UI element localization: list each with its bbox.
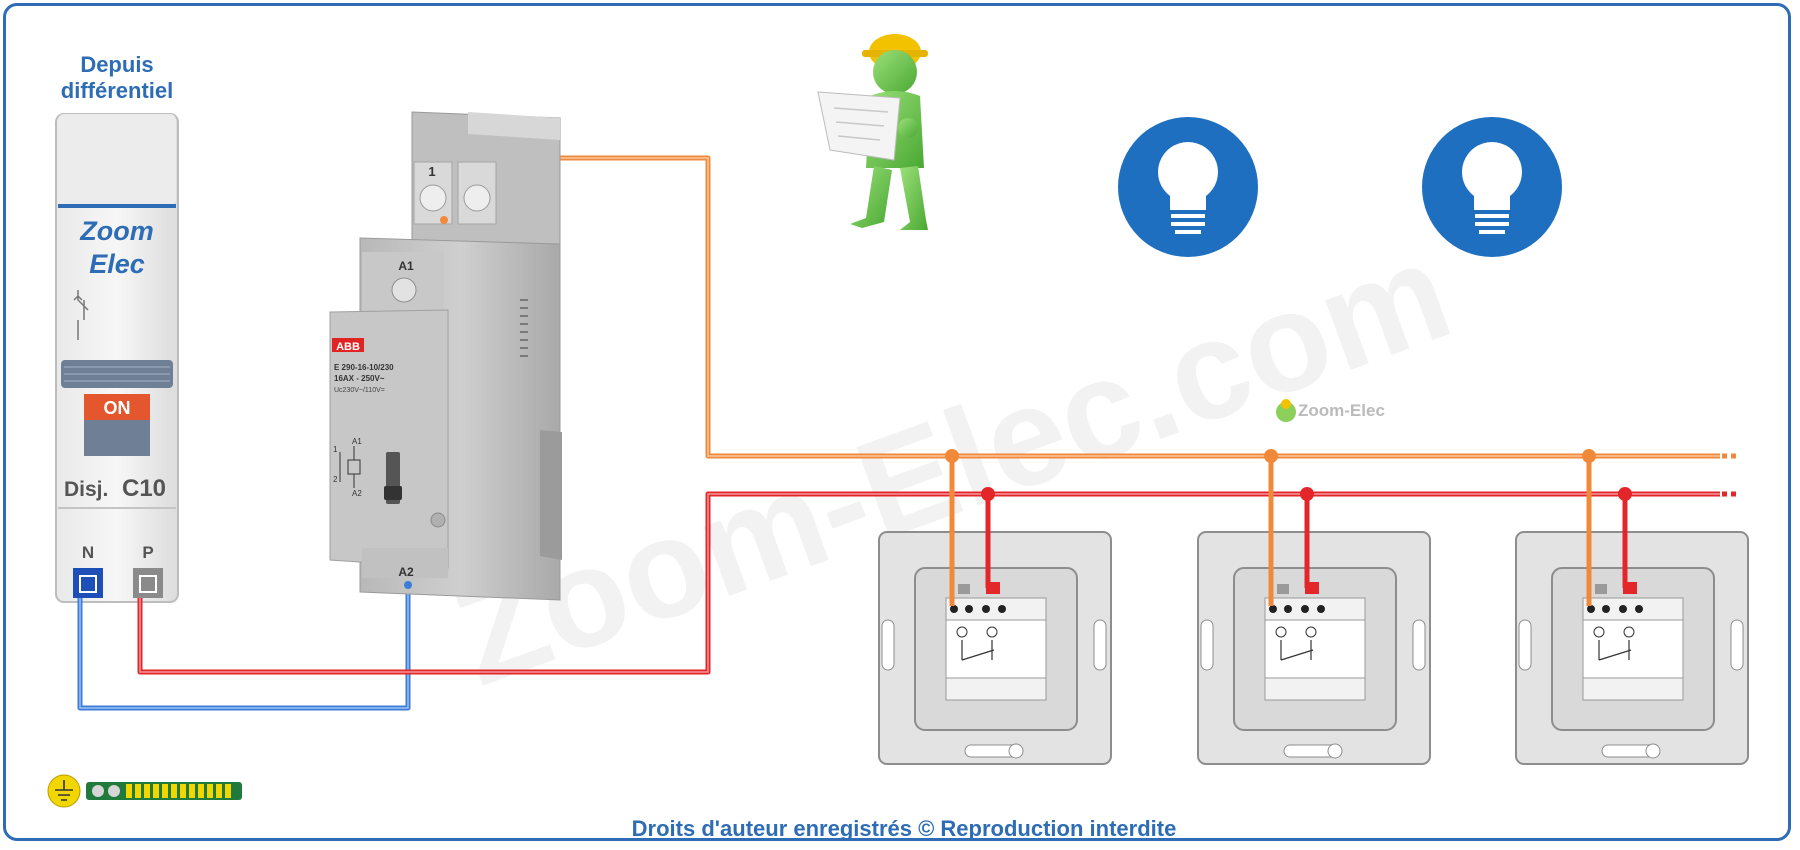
breaker-rating: C10 [122, 475, 166, 502]
relay-symbol-a1: A1 [352, 437, 362, 446]
relay-terminal-1[interactable] [440, 216, 448, 224]
breaker-brand-line2: Elec [89, 249, 145, 279]
copyright-footer: Droits d'auteur enregistrés © Reproducti… [632, 816, 1177, 841]
breaker-label-prefix: Disj. [64, 478, 108, 501]
earth-bar [47, 774, 242, 808]
push-button-3 [1515, 531, 1749, 765]
relay-model-line2: 16AX - 250V~ [334, 374, 385, 383]
relay-model-line1: E 290-16-10/230 [334, 363, 394, 372]
push-button-2 [1197, 531, 1431, 765]
breaker-terminal-n[interactable] [73, 568, 103, 598]
relay-model-line3: Uc230V~/110V= [334, 387, 385, 394]
lamp-icon [1422, 117, 1562, 257]
relay-symbol-a2: A2 [352, 489, 362, 498]
circuit-breaker: Zoom Elec ON Disj. C10 N P [55, 113, 179, 603]
small-logo: Zoom-Elec [1276, 399, 1385, 422]
small-logo-text: Zoom-Elec [1298, 401, 1385, 420]
relay-brand-badge [332, 338, 364, 352]
breaker-brand-line1: Zoom [79, 216, 154, 246]
relay-brand: ABB [336, 341, 360, 353]
relay-terminal-top-label: 1 [428, 164, 435, 179]
source-label-line2: différentiel [61, 78, 173, 103]
lamp-icon [1118, 117, 1258, 257]
relay-terminal-a1[interactable] [391, 277, 417, 303]
relay-symbol-1: 1 [333, 445, 338, 454]
breaker-state-badge [84, 394, 150, 420]
relay-terminal-a1-label: A1 [398, 259, 414, 273]
button-drop-wires [945, 449, 1632, 606]
breaker-state-text: ON [104, 398, 131, 418]
relay-terminal-a2-label: A2 [398, 565, 414, 579]
relay-coil-symbol-icon [339, 446, 361, 488]
breaker-terminal-p[interactable] [133, 568, 163, 598]
source-label-line1: Depuis [80, 52, 153, 77]
earth-icon [47, 774, 81, 808]
relay-terminal-a2[interactable] [404, 581, 412, 589]
worker-icon [817, 34, 928, 230]
breaker-terminal-n-label: N [82, 543, 94, 562]
push-button-1 [878, 531, 1112, 765]
relay-symbol-2: 2 [333, 475, 338, 484]
breaker-terminal-p-label: P [142, 543, 153, 562]
neutral-wire [77, 585, 411, 711]
breaker-symbol-icon [73, 290, 89, 340]
impulse-relay: 1 A1 ABB E 290-16-10/230 16AX - 250V~ Uc… [329, 111, 562, 601]
